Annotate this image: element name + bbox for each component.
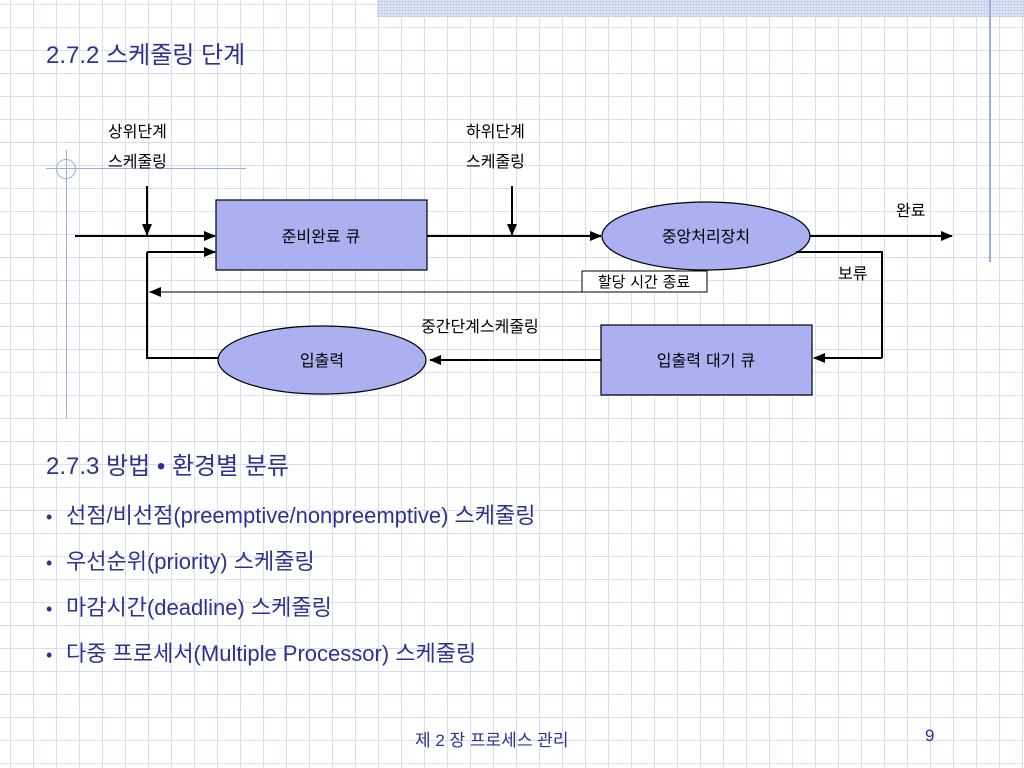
right-decorative-rule — [989, 0, 991, 262]
ready-queue-label: 준비완료 큐 — [282, 227, 361, 246]
lower-level-label-1: 하위단계 — [466, 122, 525, 141]
mid-level-label: 중간단계스케줄링 — [421, 317, 539, 336]
timeout-arrow-head — [149, 287, 161, 297]
section-heading-2-7-2: 2.7.2 스케줄링 단계 — [46, 42, 246, 69]
completion-label: 완료 — [896, 201, 925, 220]
list-item: •우선순위(priority) 스케줄링 — [46, 547, 536, 593]
io-wait-queue-label: 입출력 대기 큐 — [657, 351, 756, 370]
hold-path — [796, 251, 883, 358]
io-ellipse — [217, 325, 427, 395]
io-return-path — [146, 252, 218, 359]
io-label: 입출력 — [300, 351, 344, 370]
bullet-icon: • — [46, 507, 53, 527]
io-wait-queue-box — [600, 324, 813, 396]
upper-level-label-2: 스케줄링 — [108, 152, 167, 171]
bullet-icon: • — [46, 645, 53, 665]
method-list: •선점/비선점(preemptive/nonpreemptive) 스케줄링 •… — [46, 501, 536, 685]
list-item: •선점/비선점(preemptive/nonpreemptive) 스케줄링 — [46, 501, 536, 547]
footer-chapter-title: 제 2 장 프로세스 관리 — [415, 731, 569, 750]
page-number: 9 — [925, 726, 935, 745]
bullet-icon: • — [46, 553, 53, 573]
list-item: •다중 프로세서(Multiple Processor) 스케줄링 — [46, 639, 536, 685]
top-decorative-band — [377, 0, 1024, 17]
bullet-icon: • — [46, 599, 53, 619]
lower-level-label-2: 스케줄링 — [466, 152, 525, 171]
section-heading-2-7-3: 2.7.3 방법 • 환경별 분류 — [46, 453, 290, 480]
ready-queue-box — [215, 199, 428, 271]
decorative-circle — [56, 159, 76, 179]
title-decorative-rule — [46, 168, 246, 169]
left-decorative-rule — [66, 150, 67, 418]
scheduling-diagram: 상위단계 스케줄링 하위단계 스케줄링 준비완료 큐 중앙처리장치 완료 보류 … — [75, 122, 953, 396]
upper-level-label-1: 상위단계 — [108, 122, 167, 141]
hold-label: 보류 — [838, 264, 867, 283]
timeout-label: 할당 시간 종료 — [598, 273, 691, 291]
list-item: •마감시간(deadline) 스케줄링 — [46, 593, 536, 639]
cpu-label: 중앙처리장치 — [662, 227, 750, 246]
